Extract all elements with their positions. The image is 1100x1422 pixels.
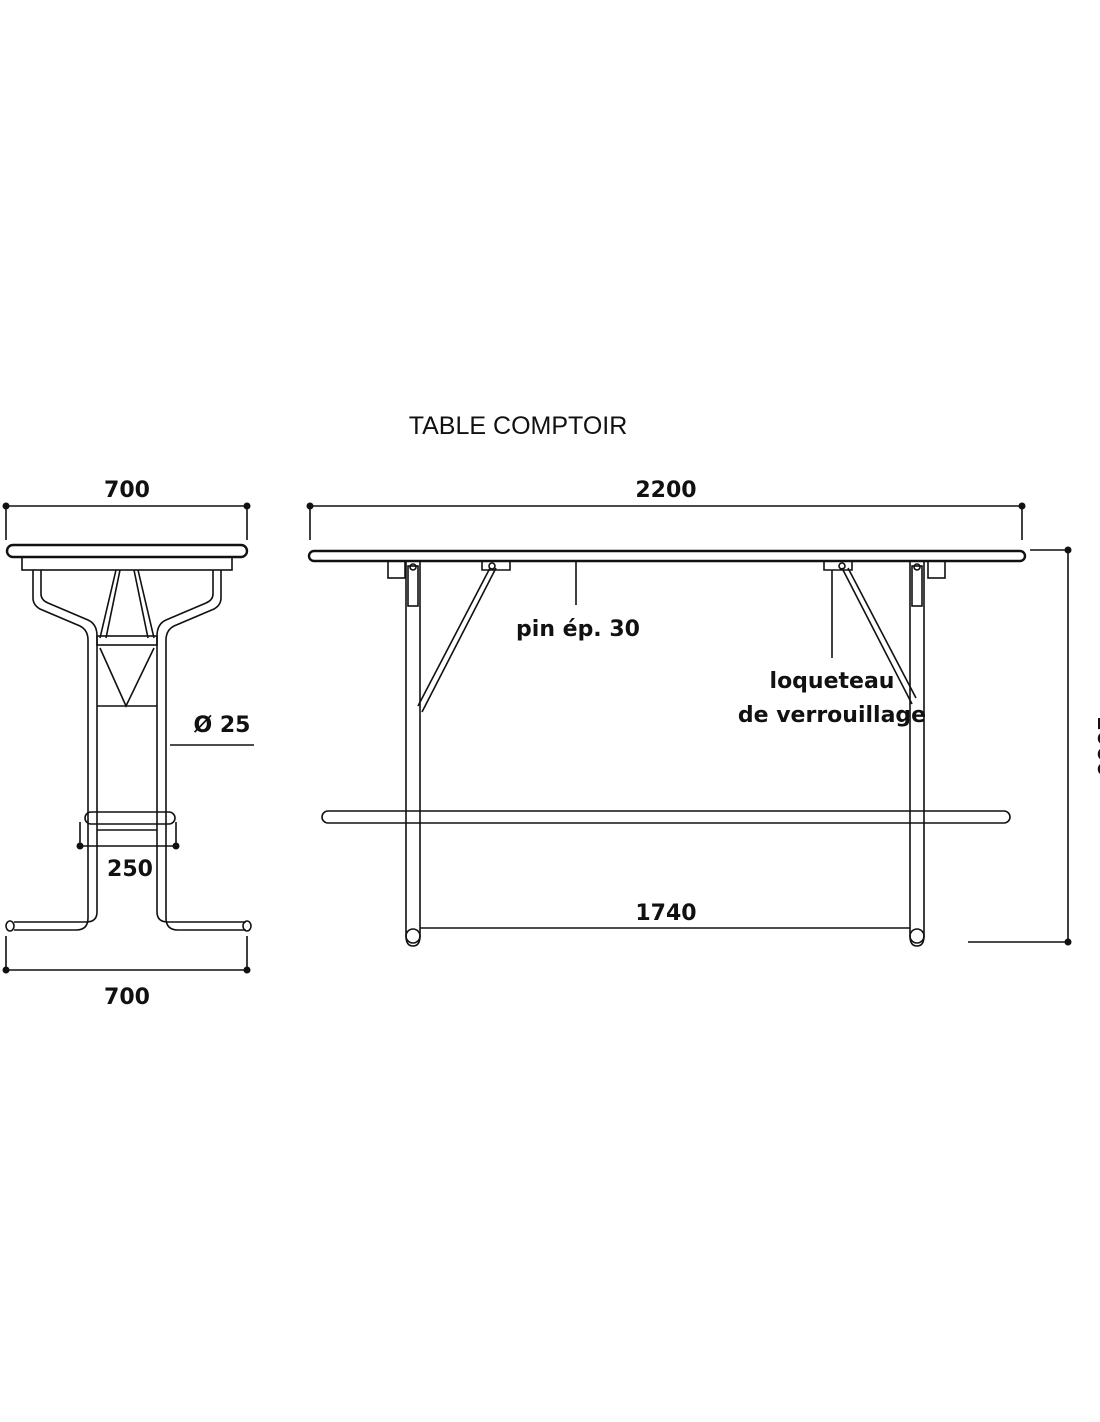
side-base-width-label: 700 — [104, 985, 150, 1010]
front-top-brackets — [387, 560, 946, 579]
front-footrest-bar — [321, 810, 1011, 824]
foot-spacing-label: 250 — [107, 857, 153, 882]
front-length-dimension: 2200 — [306, 478, 1026, 540]
tube-diameter-label: Ø 25 — [194, 713, 251, 738]
latch-label-line1: loqueteau — [770, 669, 895, 694]
latch-label-line2: de verrouillage — [738, 703, 926, 728]
latch-callout: loqueteau de verrouillage — [738, 570, 926, 728]
side-foot-spacing-dimension: 250 — [76, 822, 180, 882]
side-top-width-label: 700 — [104, 478, 150, 503]
height-label: 1060 — [1092, 715, 1100, 776]
front-view: 2200 — [306, 478, 1100, 947]
front-table-top — [307, 549, 1027, 563]
leg-spacing-label: 1740 — [635, 901, 696, 926]
front-legs — [405, 561, 925, 947]
side-tube-diameter-callout: Ø 25 — [170, 713, 254, 746]
side-frame — [5, 569, 252, 932]
top-thickness-label: pin ép. 30 — [516, 617, 640, 642]
drawing-title: TABLE COMPTOIR — [409, 412, 628, 440]
side-view: 700 — [2, 478, 254, 1010]
side-base-width-dimension: 700 — [2, 936, 251, 1010]
leg-spacing-dimension: 1740 — [420, 901, 910, 929]
front-folding-braces — [417, 567, 917, 713]
top-thickness-callout: pin ép. 30 — [516, 561, 640, 642]
front-length-label: 2200 — [635, 478, 696, 503]
side-top-width-dimension: 700 — [2, 478, 251, 540]
height-dimension: 1060 — [968, 546, 1100, 946]
side-table-top — [5, 543, 249, 571]
